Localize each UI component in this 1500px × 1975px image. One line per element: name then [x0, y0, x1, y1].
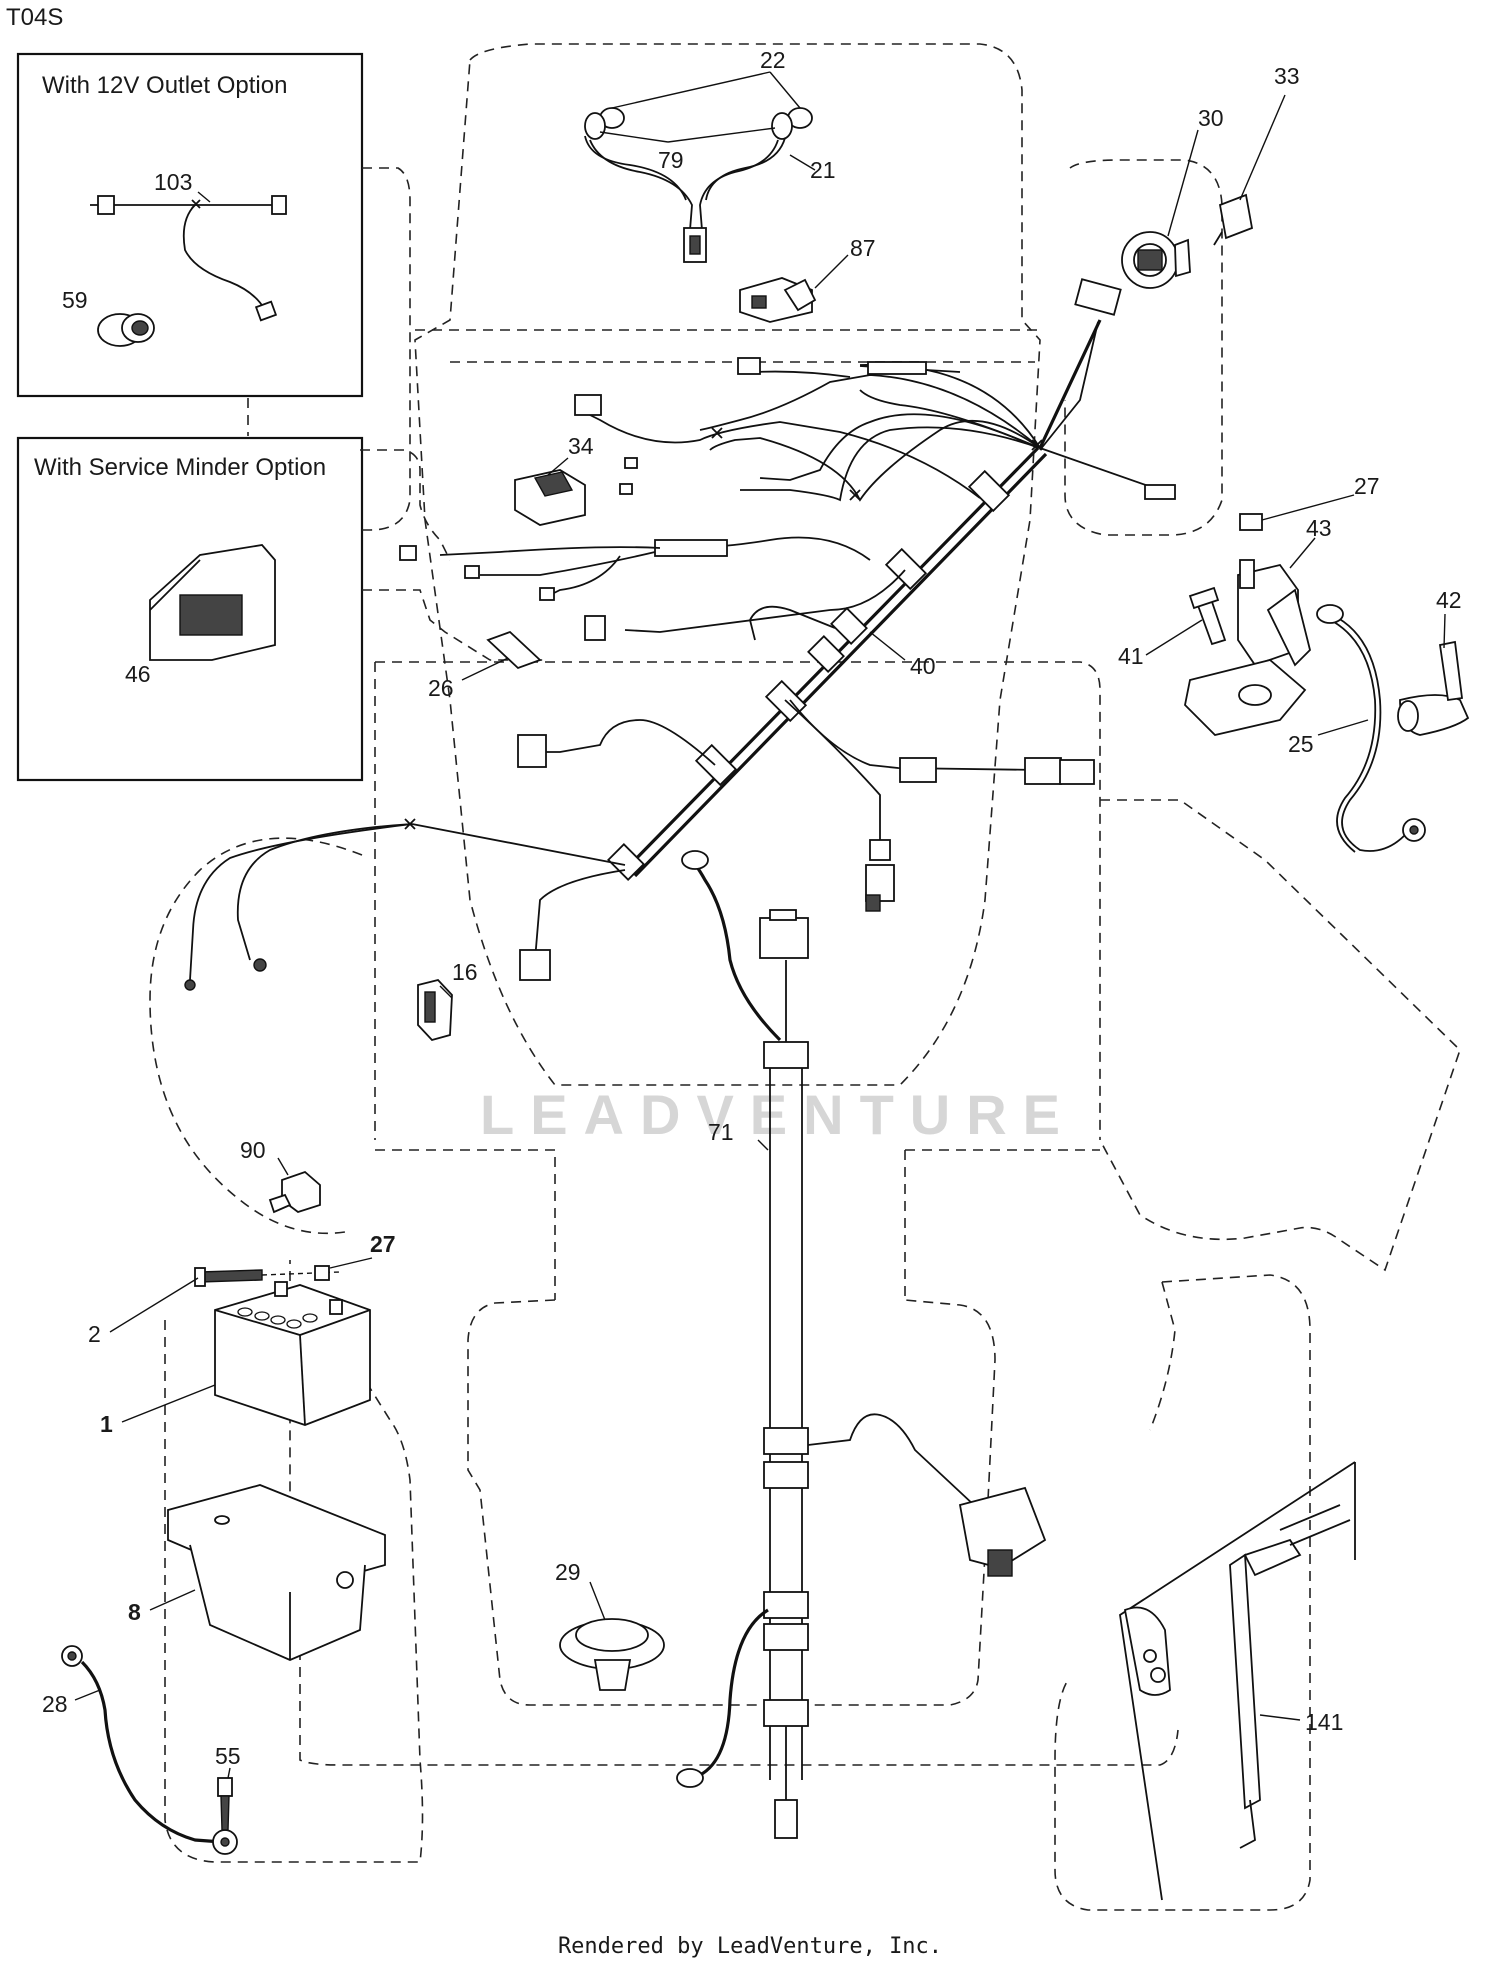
solenoid-assembly-43 — [1184, 513, 1311, 736]
callout-42: 42 — [1436, 587, 1462, 613]
callout-41: 41 — [1118, 643, 1144, 669]
callout-43: 43 — [1306, 515, 1332, 541]
service-minder-option-box — [16, 436, 364, 782]
headlight-harness — [584, 107, 813, 263]
relay-16 — [417, 978, 453, 1042]
outlet-59 — [97, 313, 155, 347]
callout-34: 34 — [568, 433, 594, 459]
terminal-boot-42 — [1397, 640, 1470, 736]
callout-29: 29 — [555, 1559, 581, 1585]
callout-71: 71 — [708, 1119, 734, 1145]
outlet-harness-103 — [90, 195, 287, 322]
callout-87: 87 — [850, 235, 876, 261]
callout-59: 59 — [62, 287, 88, 313]
harness-71 — [676, 850, 1047, 1839]
main-harness-40 — [184, 278, 1176, 991]
callout-8: 8 — [128, 1599, 141, 1625]
rocker-switch-34 — [514, 469, 586, 526]
callout-46: 46 — [125, 661, 151, 687]
grommet-29 — [559, 1618, 665, 1691]
outlet-option-title: With 12V Outlet Option — [42, 72, 288, 99]
bracket-assembly-141 — [1119, 1461, 1356, 1901]
callout-55: 55 — [215, 1743, 241, 1769]
callout-2: 2 — [88, 1321, 101, 1347]
footer-credit: Rendered by LeadVenture, Inc. — [557, 1934, 943, 1959]
outlet-option-box — [16, 52, 364, 398]
callout-90: 90 — [240, 1137, 266, 1163]
service-minder-46 — [149, 544, 276, 661]
callout-40: 40 — [910, 653, 936, 679]
part-90 — [268, 1170, 321, 1214]
callout-21: 21 — [810, 157, 836, 183]
callout-141: 141 — [1305, 1709, 1343, 1735]
service-minder-option-title: With Service Minder Option — [34, 454, 327, 481]
callout-28: 28 — [42, 1691, 68, 1717]
harness-connectors — [399, 394, 638, 601]
ignition-switch-30 — [1121, 231, 1191, 289]
bolt-55 — [217, 1777, 233, 1831]
callout-103: 103 — [154, 169, 192, 195]
bolt-41 — [1188, 586, 1227, 646]
key-33 — [1213, 193, 1254, 246]
callout-30: 30 — [1198, 105, 1224, 131]
battery-1 — [214, 1281, 371, 1426]
callout-16: 16 — [452, 959, 478, 985]
callout-26: 26 — [428, 675, 454, 701]
battery-tray-8 — [167, 1484, 386, 1661]
bolt-2 — [194, 1265, 341, 1287]
callout-labels: 22 79 21 87 30 33 34 27 43 42 41 25 40 2… — [42, 47, 1462, 1769]
relay-87 — [739, 277, 817, 323]
cable-25 — [1316, 604, 1426, 853]
callout-22: 22 — [760, 47, 786, 73]
callout-27-battery: 27 — [370, 1231, 396, 1257]
callout-79: 79 — [658, 147, 684, 173]
callout-1: 1 — [100, 1411, 113, 1437]
page-id: T04S — [6, 4, 64, 31]
leader-lines — [74, 71, 1446, 1779]
callout-27-top: 27 — [1354, 473, 1380, 499]
callout-33: 33 — [1274, 63, 1300, 89]
cable-28 — [61, 1645, 238, 1855]
callout-25: 25 — [1288, 731, 1314, 757]
